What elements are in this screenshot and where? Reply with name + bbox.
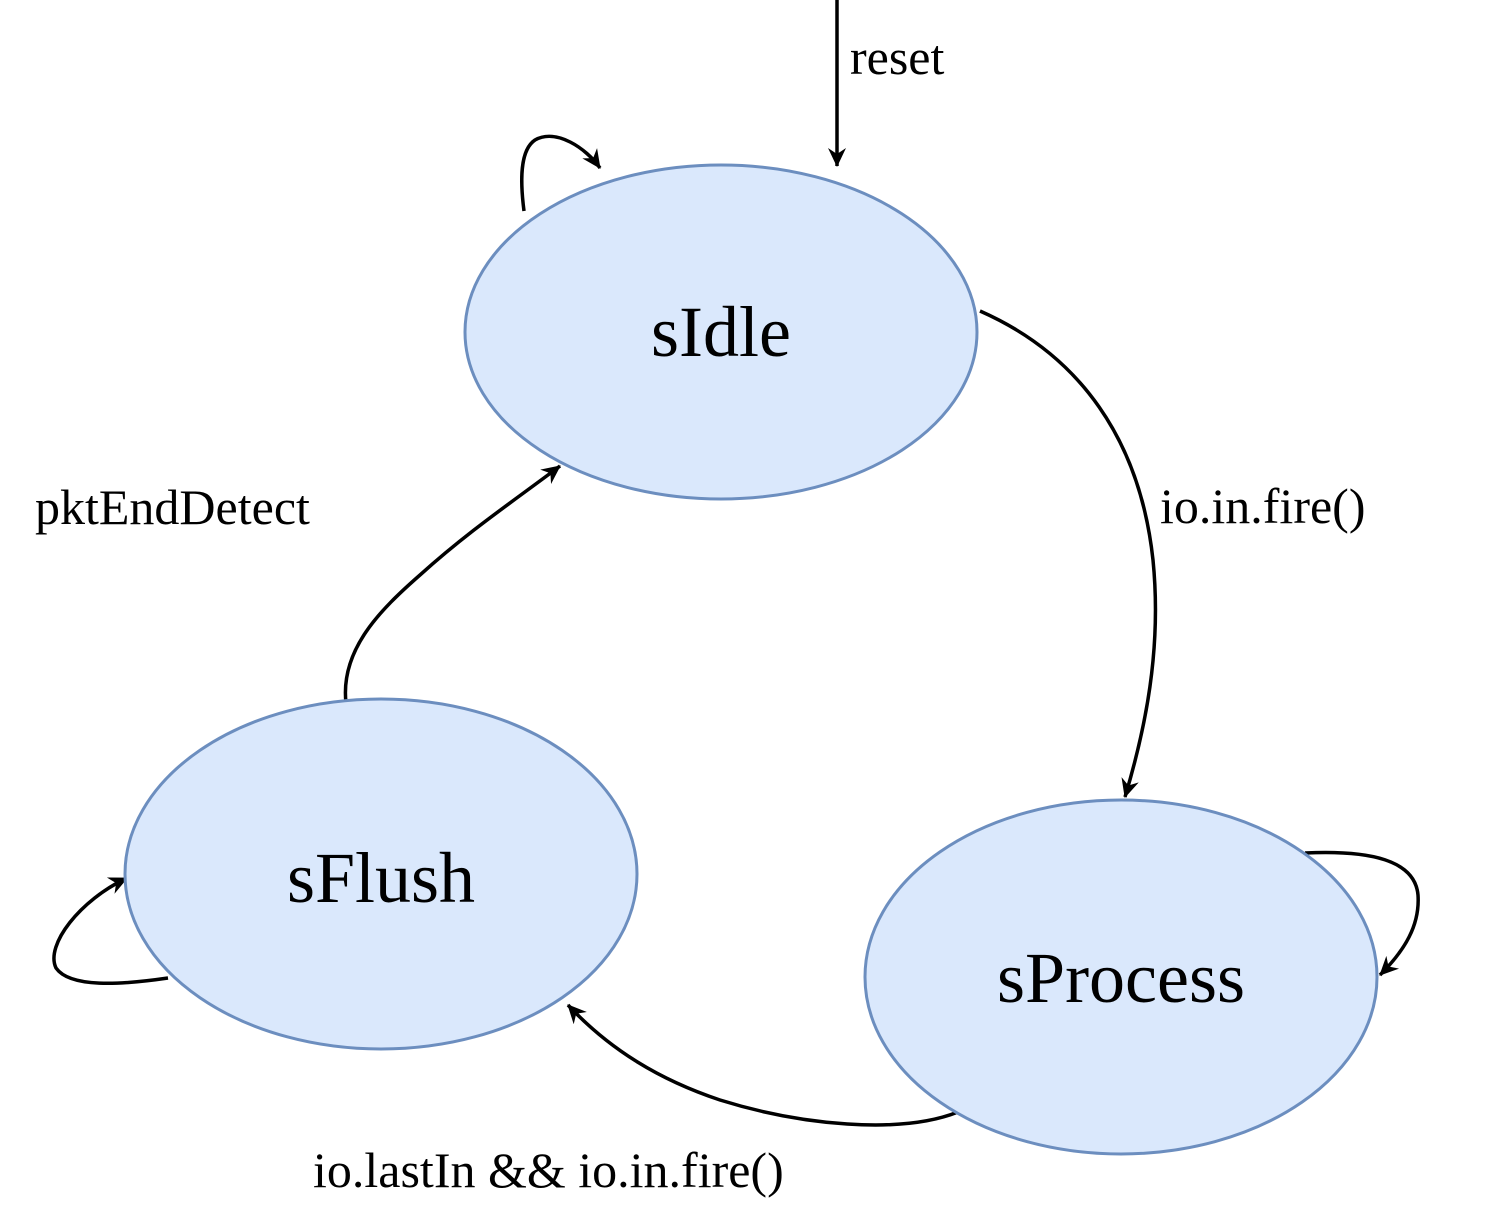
idle-self-loop-arrow [519,134,602,212]
process-to-flush-arrow [566,1003,959,1127]
process-self-loop-arrow [1304,850,1420,977]
reset-label: reset [850,29,944,85]
transition-process-to-flush: io.lastIn && io.in.fire() [313,1003,959,1198]
idle-to-process-label: io.in.fire() [1160,478,1365,534]
state-sFlush-label: sFlush [287,838,475,918]
flush-to-idle-label: pktEndDetect [35,479,310,535]
transition-idle-to-process: io.in.fire() [979,309,1365,798]
state-sProcess-label: sProcess [997,938,1245,1018]
transition-flush-to-idle: pktEndDetect [35,464,562,704]
transition-reset: reset [828,0,944,167]
state-sProcess-shape [863,798,1379,1156]
state-sIdle-shape [463,163,979,501]
state-sFlush-shape [123,697,639,1051]
state-sFlush: sFlush [123,697,639,1051]
process-to-flush-label: io.lastIn && io.in.fire() [313,1142,784,1198]
transition-idle-self-loop [519,134,602,212]
idle-to-process-arrow [979,309,1158,798]
flush-self-loop-arrow [52,876,169,986]
flush-to-idle-arrow [343,464,562,704]
state-sIdle-label: sIdle [651,292,791,372]
state-sIdle: sIdle [463,163,979,501]
transition-process-self-loop [1304,850,1420,977]
transition-flush-self-loop [52,876,169,986]
state-sProcess: sProcess [863,798,1379,1156]
